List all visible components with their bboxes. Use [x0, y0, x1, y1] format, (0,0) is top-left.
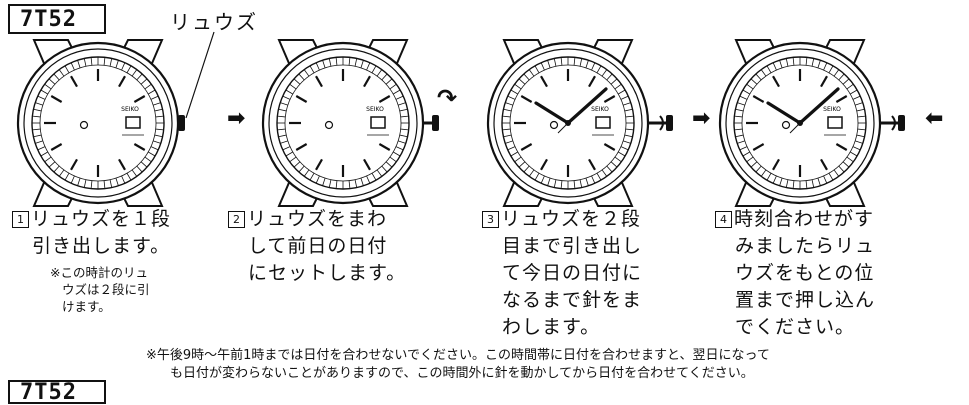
- step-number-badge: 3: [482, 211, 499, 228]
- crown-position-note: ※この時計のリュ ウズは２段に引 けます。: [50, 265, 150, 314]
- arrow-right-icon: ➡: [227, 106, 246, 131]
- arrow-left-icon: ⬅: [925, 106, 944, 131]
- step-number-badge: 1: [12, 211, 29, 228]
- date-setting-footnote: ※午後9時〜午前1時までは日付を合わせないでください。この時間帯に日付を合わせま…: [146, 348, 770, 381]
- step-number-badge: 4: [715, 211, 732, 228]
- rotate-arrow-icon: ↷: [437, 84, 458, 112]
- svg-text:SEIKO: SEIKO: [823, 106, 841, 113]
- watch-step-3: SEIKO: [476, 28, 676, 218]
- arrow-right-icon: ➡: [692, 106, 711, 131]
- watch-step-1: SEIKO: [6, 28, 206, 218]
- crown-label: リュウズ: [170, 10, 258, 34]
- svg-text:SEIKO: SEIKO: [591, 106, 609, 113]
- svg-text:SEIKO: SEIKO: [121, 106, 139, 113]
- model-label: 7T52: [8, 4, 106, 34]
- step-number-badge: 2: [228, 211, 245, 228]
- watch-step-4: SEIKO: [708, 28, 908, 218]
- svg-text:SEIKO: SEIKO: [366, 106, 384, 113]
- model-label-next: 7T52: [8, 380, 106, 405]
- watch-step-2: SEIKO: [251, 28, 451, 218]
